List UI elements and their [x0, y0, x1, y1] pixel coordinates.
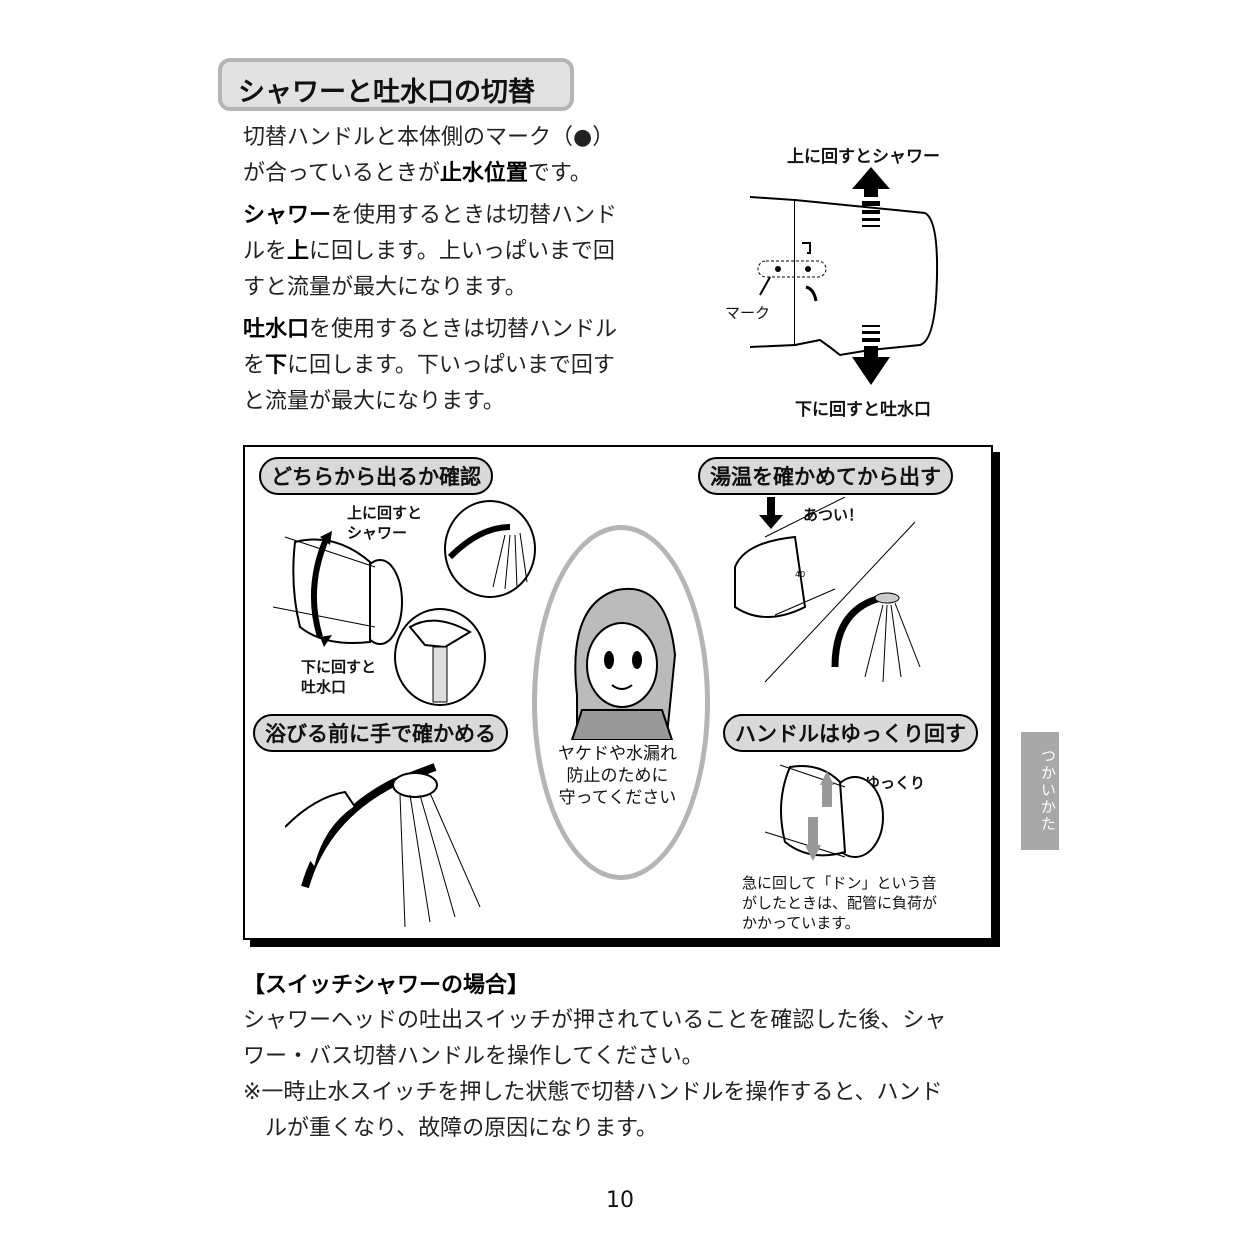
text: を使用するときは切替ハンド: [331, 203, 618, 228]
text: を使用するときは切替ハンドル: [309, 317, 618, 342]
switch-shower-heading: 【スイッチシャワーの場合】: [243, 973, 530, 998]
section-title: シャワーと吐水口の切替: [218, 58, 574, 111]
girl-illustration: [570, 587, 677, 740]
text: が合っているときが: [243, 161, 440, 186]
hand-check-heading: 浴びる前に手で確かめる: [253, 714, 508, 752]
handle-diagram: [749, 167, 939, 385]
cautions-panel: どちらから出るか確認 上に回すとシャワー 下に回すと吐水口 湯温を確かめてから出…: [243, 445, 993, 940]
text: ルを: [243, 239, 288, 264]
text-line: ワー・バス切替ハンドルを操作してください。: [243, 1044, 704, 1069]
mark-label: マーク: [725, 304, 771, 322]
intro-line: ルを上に回します。上いっぱいまで回: [243, 234, 617, 270]
text: に回します。下いっぱいまで回す: [287, 353, 615, 378]
intro-paragraph-2: シャワーを使用するときは切替ハンド ルを上に回します。上いっぱいまで回 すと流量…: [243, 198, 617, 306]
handle-turn-illustration: [272, 500, 536, 706]
emphasis: 止水位置: [439, 161, 528, 186]
center-oval: [532, 525, 710, 880]
intro-line: すと流量が最大になります。: [243, 275, 527, 300]
slow-turn-illustration: [764, 764, 884, 861]
text: を: [243, 353, 266, 378]
switch-shower-text: シャワーヘッドの吐出スイッチが押されていることを確認した後、シャ ワー・バス切替…: [243, 1003, 946, 1147]
up-label: 上に回すとシャワー: [787, 147, 940, 167]
intro-line: 吐水口を使用するときは切替ハンドル: [243, 312, 617, 348]
temperature-check-illustration: 40: [734, 497, 921, 683]
slowly-label: ゆっくり: [865, 774, 926, 792]
intro-line: と流量が最大になります。: [243, 389, 505, 414]
down-label: 下に回すと吐水口: [795, 400, 931, 420]
intro-line: を下に回します。下いっぱいまで回す: [243, 348, 617, 384]
intro-paragraph-3: 吐水口を使用するときは切替ハンドル を下に回します。下いっぱいまで回す と流量が…: [243, 312, 617, 420]
check-temperature-heading: 湯温を確かめてから出す: [698, 457, 953, 495]
intro-line: 切替ハンドルと本体側のマーク（●）: [243, 125, 615, 150]
hand-shower-illustration: [285, 763, 481, 928]
text: です。: [527, 161, 592, 186]
text-line: シャワーヘッドの吐出スイッチが押されていることを確認した後、シャ: [243, 1008, 947, 1033]
page-number: 10: [606, 1188, 634, 1213]
section-side-tab: つかいかた: [1021, 732, 1059, 850]
turn-slowly-heading: ハンドルはゆっくり回す: [723, 714, 978, 752]
temperature-scale-mark: 40: [795, 570, 805, 579]
intro-paragraph-1: 切替ハンドルと本体側のマーク（●） が合っているときが止水位置です。: [243, 120, 614, 192]
check-outlet-heading: どちらから出るか確認: [259, 457, 493, 495]
text: に回します。上いっぱいまで回: [309, 239, 615, 264]
note-line: ルが重くなり、故障の原因になります。: [265, 1116, 658, 1141]
note-line: ※一時止水スイッチを押した状態で切替ハンドルを操作すると、ハンド: [243, 1080, 943, 1105]
slow-turn-note: 急に回して「ドン」という音がしたときは、配管に負荷がかかっています。: [742, 874, 938, 932]
center-caution-text: ヤケドや水漏れ防止のために守ってください: [558, 744, 677, 808]
emphasis: シャワー: [243, 203, 332, 228]
intro-line: が合っているときが止水位置です。: [243, 156, 614, 192]
check-up-text: 上に回すとシャワー: [347, 504, 423, 542]
emphasis: 吐水口: [243, 317, 310, 342]
emphasis: 下: [265, 353, 288, 378]
check-down-text: 下に回すと吐水口: [301, 658, 377, 696]
intro-line: シャワーを使用するときは切替ハンド: [243, 198, 617, 234]
emphasis: 上: [287, 239, 310, 264]
